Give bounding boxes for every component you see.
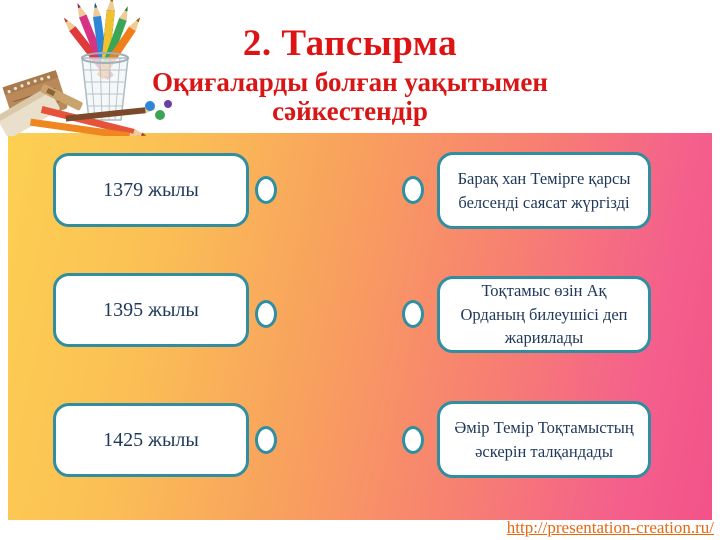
year-label: 1395 жылы [103,298,199,321]
year-label: 1379 жылы [103,178,199,201]
event-box-3[interactable]: Әмір Темір Тоқтамыстың әскерін талқандад… [437,401,651,478]
year-box-1379[interactable]: 1379 жылы [53,153,249,227]
event-label: Тоқтамыс өзін Ақ Орданың билеушісі деп ж… [460,281,628,348]
year-box-1395[interactable]: 1395 жылы [53,273,249,347]
notebooks [0,70,68,136]
connector-oval-left-1[interactable] [255,176,277,204]
event-box-2[interactable]: Тоқтамыс өзін Ақ Орданың билеушісі деп ж… [437,276,651,353]
connector-oval-right-1[interactable] [402,176,424,204]
connector-oval-right-2[interactable] [402,300,424,328]
connector-oval-left-3[interactable] [255,426,277,454]
footer-link[interactable]: http://presentation-creation.ru/ [506,518,714,537]
slide-title: 2. Тапсырма [242,23,458,64]
pencils-image [0,0,172,136]
scattered-pencils [30,84,172,136]
year-label: 1425 жылы [103,428,199,451]
event-label: Барақ хан Темірге қарсы белсенді саясат … [457,169,631,212]
connector-oval-right-3[interactable] [402,426,424,454]
subtitle-line-2: сәйкестендір [272,95,428,126]
slide-header: 2. Тапсырма Оқиғаларды болған уақытымен … [0,22,700,125]
event-box-1[interactable]: Барақ хан Темірге қарсы белсенді саясат … [437,152,651,229]
wire-cup [81,52,129,121]
match-panel: 1379 жылы 1395 жылы 1425 жылы Барақ хан … [8,133,712,520]
slide-subtitle: Оқиғаларды болған уақытымен сәйкестендір [0,68,700,125]
connector-oval-left-2[interactable] [255,300,277,328]
year-box-1425[interactable]: 1425 жылы [53,403,249,477]
subtitle-line-1: Оқиғаларды болған уақытымен [152,67,548,98]
event-label: Әмір Темір Тоқтамыстың әскерін талқандад… [454,418,634,461]
